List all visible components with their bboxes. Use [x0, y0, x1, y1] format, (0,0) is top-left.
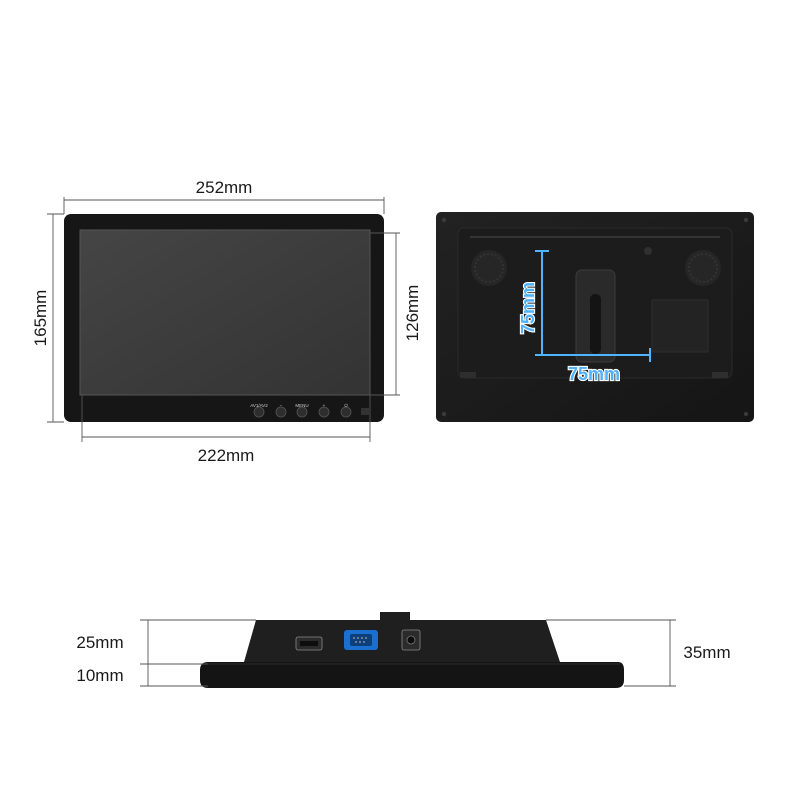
lower-depth-label: 10mm [76, 666, 123, 685]
screen-width-label: 222mm [198, 446, 255, 465]
height-label: 165mm [31, 290, 50, 347]
back-view: 75mm 75mm [436, 212, 754, 422]
plus-button[interactable]: + [318, 403, 330, 418]
front-screen [80, 230, 370, 395]
side-depth-dimension-left [140, 619, 256, 687]
width-dimension [63, 197, 385, 214]
label-plate [651, 299, 709, 353]
upper-depth-label: 25mm [76, 633, 123, 652]
front-button-row: AV1/AV2 − MENU + ⏻ [250, 403, 369, 418]
power-icon: ⏻ [344, 403, 348, 408]
width-label: 252mm [196, 178, 253, 197]
screen-height-dimension [370, 232, 400, 396]
vesa-horizontal-mark [542, 348, 651, 362]
total-depth-label: 35mm [683, 643, 730, 662]
menu-button-label: MENU [295, 403, 308, 408]
av-button-label: AV1/AV2 [250, 403, 268, 408]
av-button[interactable]: AV1/AV2 [250, 403, 268, 418]
front-view: AV1/AV2 − MENU + ⏻ [31, 178, 422, 465]
dc-power-port[interactable] [401, 629, 421, 651]
vesa-horizontal-label: 75mm [568, 364, 620, 384]
ir-sensor [361, 408, 369, 415]
left-speaker-grille [471, 250, 507, 286]
vga-port[interactable] [344, 630, 378, 650]
minus-button-label: − [280, 403, 283, 408]
hdmi-port[interactable] [295, 636, 323, 651]
vesa-vertical-label: 75mm [518, 282, 538, 334]
plus-button-label: + [323, 403, 326, 408]
screen-width-dimension [81, 395, 371, 442]
side-view: 25mm 10mm 35mm [76, 612, 731, 688]
side-depth-dimension-right [546, 619, 676, 687]
minus-button[interactable]: − [275, 403, 287, 418]
side-front-bezel [200, 662, 624, 688]
screen-height-label: 126mm [403, 285, 422, 342]
power-button[interactable]: ⏻ [340, 403, 352, 418]
menu-button[interactable]: MENU [295, 403, 309, 418]
height-dimension [47, 213, 64, 423]
vent-slots [470, 236, 720, 238]
right-speaker-grille [685, 250, 721, 286]
